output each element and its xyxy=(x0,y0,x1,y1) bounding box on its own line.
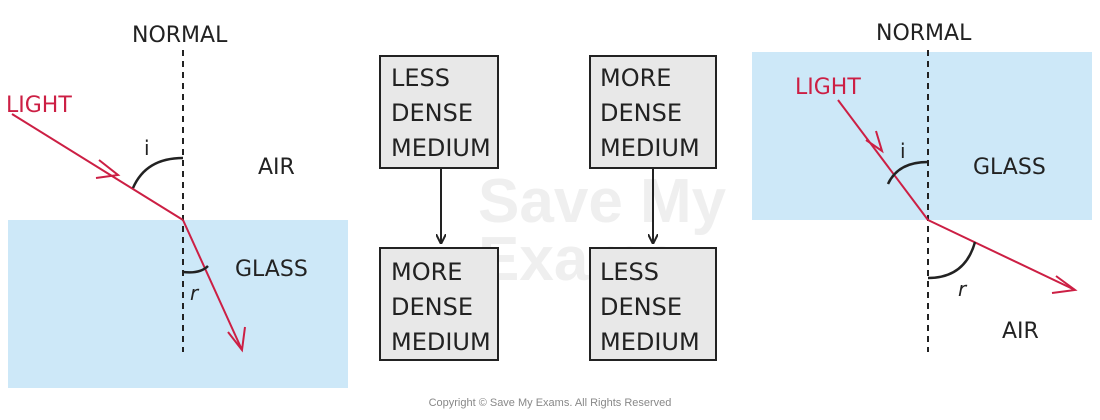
right-normal-label: NORMAL xyxy=(876,21,972,46)
flow1-top-line1: LESS xyxy=(391,64,450,92)
right-refracted-arrowhead xyxy=(1051,275,1078,294)
flow1-top-line2: DENSE xyxy=(391,99,473,127)
flow2-bottom-line2: DENSE xyxy=(600,293,682,321)
left-incident-arrowhead xyxy=(95,159,121,179)
flow2-top-line2: DENSE xyxy=(600,99,682,127)
left-normal-label: NORMAL xyxy=(132,23,228,48)
left-angle-r-arc xyxy=(182,265,209,274)
left-glass-label: GLASS xyxy=(235,257,308,282)
right-diagram: NORMAL LIGHT i r GLASS AIR xyxy=(752,21,1092,352)
right-glass-label: GLASS xyxy=(973,155,1046,180)
flow2-top-box xyxy=(589,55,717,169)
left-air-label: AIR xyxy=(258,155,295,180)
watermark-line1: Save My xyxy=(478,167,727,236)
flow2-bottom-line3: MEDIUM xyxy=(600,328,700,356)
flow1-top-line3: MEDIUM xyxy=(391,134,491,162)
flow1-bottom-line1: MORE xyxy=(391,258,462,286)
right-air-label: AIR xyxy=(1002,319,1039,344)
left-diagram: NORMAL LIGHT i r AIR GLASS xyxy=(6,23,348,388)
right-incident-ray xyxy=(837,99,929,221)
right-angle-r-arc xyxy=(927,241,977,280)
right-angle-i-label: i xyxy=(900,139,906,163)
left-refracted-ray xyxy=(182,219,243,351)
flow1-bottom-line3: MEDIUM xyxy=(391,328,491,356)
right-glass-region xyxy=(752,52,1092,220)
copyright-text: Copyright © Save My Exams. All Rights Re… xyxy=(429,397,672,409)
left-angle-i-label: i xyxy=(144,136,150,160)
left-angle-r-label: r xyxy=(190,281,200,305)
flow1-bottom-line2: DENSE xyxy=(391,293,473,321)
right-refracted-ray xyxy=(927,219,1076,291)
left-incident-ray xyxy=(11,113,184,221)
right-angle-i-arc xyxy=(886,160,929,185)
right-angle-r-label: r xyxy=(958,277,968,301)
flow2-top-line3: MEDIUM xyxy=(600,134,700,162)
right-incident-arrowhead xyxy=(865,130,884,154)
left-glass-region xyxy=(8,220,348,388)
flow2-bottom-line1: LESS xyxy=(600,258,659,286)
left-light-label: LIGHT xyxy=(6,93,72,118)
left-angle-i-arc xyxy=(131,156,184,189)
flow1-bottom-box xyxy=(379,247,499,361)
left-refracted-arrowhead xyxy=(227,326,246,353)
flow2-top-line1: MORE xyxy=(600,64,671,92)
middle-diagram: LESS DENSE MEDIUM MORE DENSE MEDIUM MORE… xyxy=(379,55,717,361)
flow2-bottom-box xyxy=(589,247,717,361)
flow1-top-box xyxy=(379,55,499,169)
right-light-label: LIGHT xyxy=(795,75,861,100)
